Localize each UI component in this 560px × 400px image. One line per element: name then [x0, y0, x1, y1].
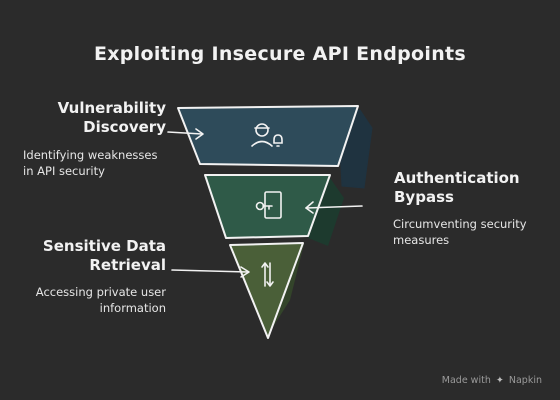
stage-3-title: Sensitive Data Retrieval	[20, 237, 166, 275]
key-door-icon	[255, 191, 282, 219]
stage-1-title-line2: Discovery	[83, 118, 166, 136]
stage-2-description-line1: Circumventing security	[393, 217, 527, 231]
stage-1-title: Vulnerability Discovery	[28, 99, 166, 137]
funnel-stage-1	[177, 105, 373, 189]
stage-2-title-line2: Bypass	[394, 188, 454, 206]
stage-3-title-line1: Sensitive Data	[42, 237, 166, 255]
hacker-icon	[251, 123, 283, 147]
stage-2-description: Circumventing security measures	[393, 216, 553, 248]
credit-prefix: Made with	[441, 375, 491, 386]
stage-3-title-line2: Retrieval	[89, 256, 166, 274]
funnel-stage-3	[229, 242, 304, 339]
stage-1-shape	[177, 105, 359, 167]
arrow-to-stage-1	[167, 128, 204, 140]
transfer-arrows-icon	[261, 262, 274, 287]
stage-2-description-line2: measures	[393, 233, 450, 247]
stage-3-description-line1: Accessing private user	[35, 285, 166, 299]
stage-1-title-line1: Vulnerability	[57, 99, 166, 117]
funnel-stage-2	[204, 174, 344, 246]
stage-3-description: Accessing private user information	[6, 284, 166, 316]
stage-3-description-line2: information	[99, 301, 166, 315]
made-with-credit[interactable]: Made with ✦ Napkin	[442, 375, 542, 386]
stage-1-description: Identifying weaknesses in API security	[23, 147, 193, 179]
stage-1-description-line2: in API security	[23, 164, 105, 178]
arrow-to-stage-2	[305, 201, 363, 214]
stage-2-title: Authentication Bypass	[394, 169, 554, 207]
stage-3-shape	[229, 242, 304, 339]
napkin-logo-icon: ✦	[495, 375, 504, 386]
credit-brand: Napkin	[508, 375, 542, 386]
connector-arrows	[167, 128, 363, 278]
diagram-title: Exploiting Insecure API Endpoints	[93, 43, 467, 65]
arrow-to-stage-3	[171, 266, 250, 278]
stage-2-title-line1: Authentication	[394, 169, 520, 187]
stage-1-description-line1: Identifying weaknesses	[23, 148, 158, 162]
